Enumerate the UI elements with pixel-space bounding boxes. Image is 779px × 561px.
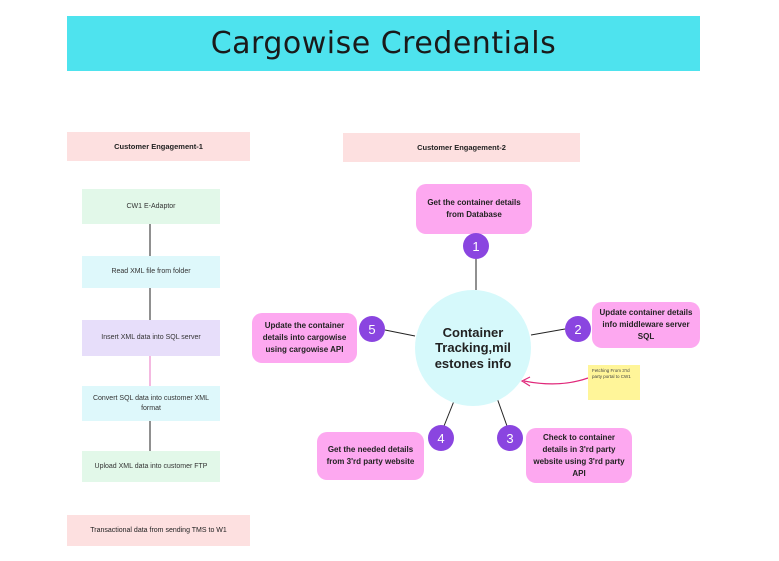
node-5-label: Update the container details into cargow… (262, 321, 347, 354)
sticky-note: Fetching From 3'rd party portal to CW1 (588, 365, 640, 400)
engagement-2-header: Customer Engagement-2 (343, 133, 580, 162)
flow-step-insert-sql: Insert XML data into SQL server (82, 320, 220, 356)
radial-connector-2 (530, 328, 566, 336)
engagement-1-footer: Transactional data from sending TMS to W… (67, 515, 250, 546)
radial-connector-4 (443, 400, 455, 427)
flow-step-upload-ftp: Upload XML data into customer FTP (82, 451, 220, 482)
node-1-badge: 1 (463, 233, 489, 259)
title-bar: Cargowise Credentials (67, 16, 700, 71)
node-1-label: Get the container details from Database (427, 198, 521, 219)
node-5-box: Update the container details into cargow… (252, 313, 357, 363)
center-hub-label: Container Tracking,mil estones info (434, 324, 512, 371)
node-3-label: Check to container details in 3'rd party… (533, 432, 625, 478)
radial-connector-3 (496, 397, 508, 427)
node-5-badge: 5 (359, 316, 385, 342)
node-4-badge: 4 (428, 425, 454, 451)
radial-connector-5 (384, 329, 416, 337)
node-2-label: Update container details info middleware… (599, 308, 693, 341)
flow-step-convert-xml: Convert SQL data into customer XML forma… (82, 386, 220, 421)
sticky-arrow-head (520, 376, 531, 387)
center-hub: Container Tracking,mil estones info (415, 290, 531, 406)
engagement-1-header: Customer Engagement-1 (67, 132, 250, 161)
node-2-badge: 2 (565, 316, 591, 342)
page-title: Cargowise Credentials (210, 26, 557, 61)
node-4-label: Get the needed details from 3'rd party w… (326, 445, 415, 466)
flow-step-cw1-adaptor: CW1 E-Adaptor (82, 189, 220, 224)
node-1-box: Get the container details from Database (416, 184, 532, 234)
node-3-box: Check to container details in 3'rd party… (526, 428, 632, 483)
node-2-box: Update container details info middleware… (592, 302, 700, 348)
node-3-badge: 3 (497, 425, 523, 451)
flow-step-read-xml: Read XML file from folder (82, 256, 220, 288)
node-4-box: Get the needed details from 3'rd party w… (317, 432, 424, 480)
sticky-arrow (523, 377, 589, 385)
